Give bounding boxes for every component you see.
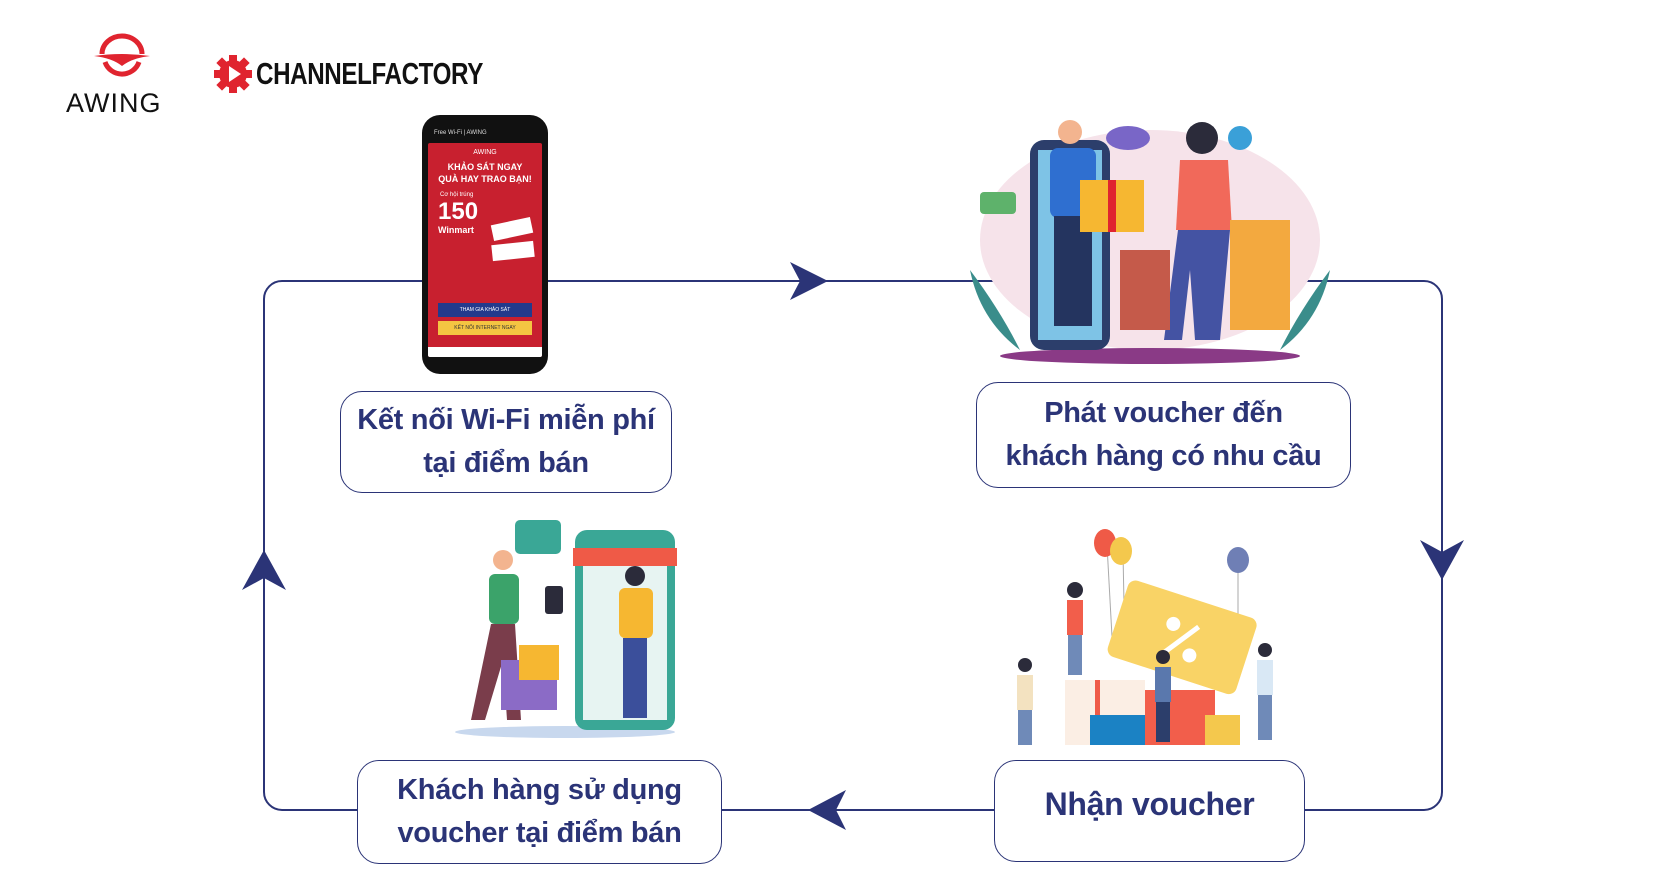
arrow-down-icon bbox=[1420, 540, 1464, 580]
receive-voucher-illustration bbox=[1017, 529, 1273, 745]
phone-browser-title: Free Wi-Fi | AWING bbox=[434, 130, 487, 136]
step-label: Phát voucher đến bbox=[1044, 397, 1283, 429]
phone-illustration: Free Wi-Fi | AWING AWING KHẢO SÁT NGAY Q… bbox=[422, 115, 548, 374]
arrow-left-icon bbox=[808, 790, 846, 830]
awing-wordmark: AWING bbox=[66, 88, 162, 118]
phone-count: 150 bbox=[438, 198, 479, 225]
step-label: khách hàng có nhu cầu bbox=[1005, 440, 1322, 472]
phone-connect-button: KẾT NỐI INTERNET NGAY bbox=[438, 321, 532, 335]
step-connect-wifi: Kết nối Wi-Fi miễn phí tại điểm bán bbox=[340, 391, 672, 493]
gift-giving-illustration bbox=[970, 120, 1330, 364]
step-label: voucher tại điểm bán bbox=[397, 817, 682, 849]
phone-voucher-brand: Winmart bbox=[438, 225, 474, 235]
use-voucher-illustration bbox=[455, 520, 677, 738]
step-label: tại điểm bán bbox=[423, 447, 589, 479]
step-label: Nhận voucher bbox=[1044, 786, 1255, 822]
phone-brand: AWING bbox=[473, 149, 497, 156]
step-receive-voucher: Nhận voucher bbox=[994, 760, 1305, 862]
channel-factory-wordmark: CHANNELFACTORY bbox=[256, 56, 483, 91]
phone-chance: Cơ hội trúng bbox=[440, 192, 474, 198]
phone-headline-1: KHẢO SÁT NGAY bbox=[447, 162, 523, 172]
awing-emblem-icon bbox=[94, 33, 150, 77]
phone-headline-2: QUÀ HAY TRAO BẠN! bbox=[438, 174, 532, 184]
step-distribute-voucher: Phát voucher đến khách hàng có nhu cầu bbox=[976, 382, 1351, 488]
phone-screen: AWING KHẢO SÁT NGAY QUÀ HAY TRAO BẠN! Cơ… bbox=[428, 143, 542, 357]
phone-survey-button: THAM GIA KHẢO SÁT bbox=[438, 303, 532, 317]
step-use-voucher: Khách hàng sử dụng voucher tại điểm bán bbox=[357, 760, 722, 864]
gear-play-icon bbox=[214, 55, 252, 93]
step-label: Kết nối Wi-Fi miễn phí bbox=[357, 404, 655, 436]
arrow-up-icon bbox=[242, 550, 286, 590]
voucher-ticket-icon bbox=[491, 240, 535, 262]
arrow-right-icon bbox=[790, 262, 828, 300]
step-label: Khách hàng sử dụng bbox=[397, 774, 682, 806]
loop-line bbox=[263, 280, 1443, 811]
